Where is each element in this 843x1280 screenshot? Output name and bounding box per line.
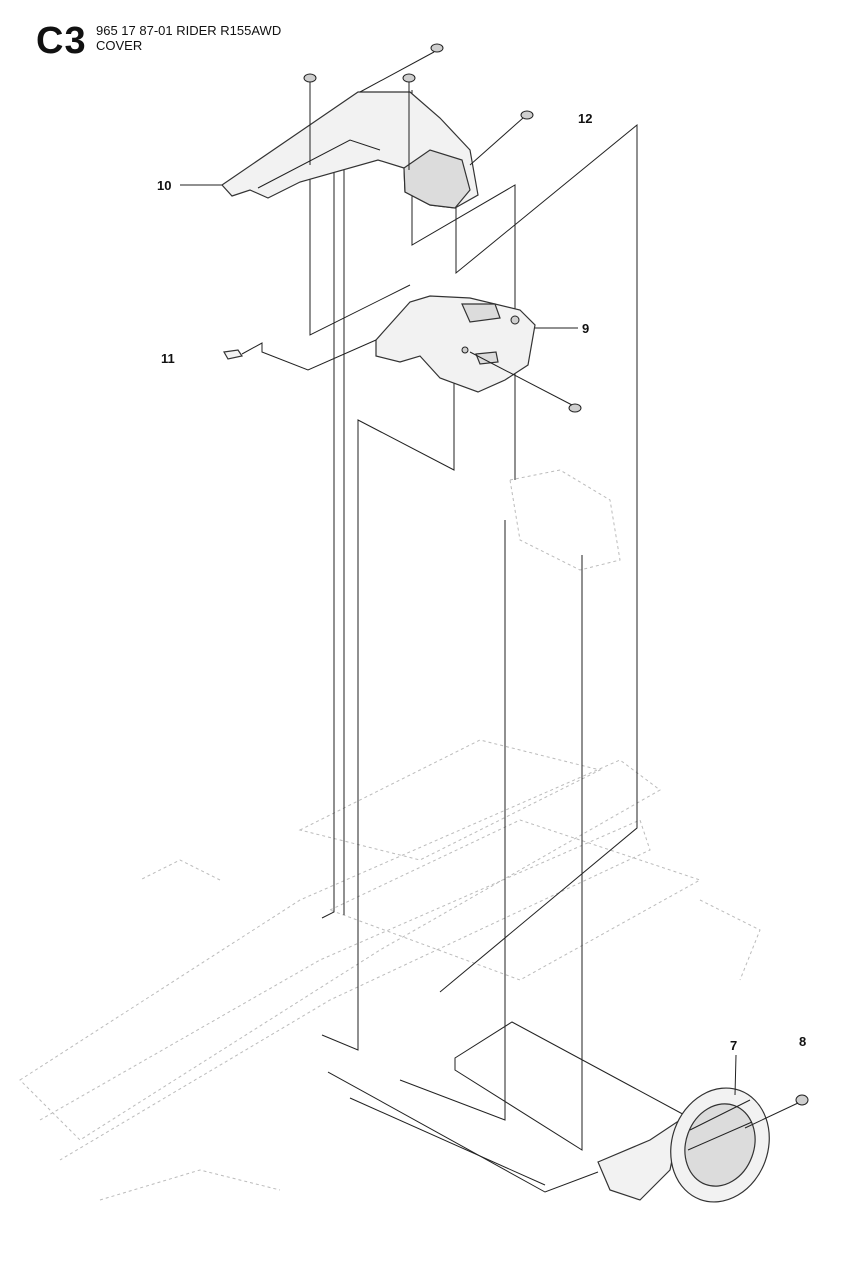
page-header: C3 965 17 87-01 RIDER R155AWD COVER (0, 0, 400, 70)
page-name: COVER (96, 38, 143, 53)
section-code: C3 (36, 20, 87, 62)
callout-11: 11 (161, 351, 175, 366)
screw-icon (303, 43, 582, 413)
callout-7: 7 (730, 1038, 737, 1053)
assembly-lines (309, 90, 691, 1193)
chassis-ghost-outline (19, 469, 761, 1201)
callout-leaders (180, 184, 737, 1096)
callout-12: 12 (578, 111, 592, 126)
part-11-clip (223, 349, 243, 360)
part-9-lower-cover (375, 295, 536, 393)
model-line: 965 17 87-01 RIDER R155AWD (96, 23, 282, 38)
screw-leader-lines (309, 51, 799, 1129)
part-10-upper-cover (221, 91, 479, 209)
callout-10: 10 (157, 178, 171, 193)
nut-icon (795, 1094, 809, 1106)
callout-9: 9 (582, 321, 589, 336)
callout-8: 8 (799, 1034, 806, 1049)
part-7-fan-cover (597, 1087, 770, 1203)
